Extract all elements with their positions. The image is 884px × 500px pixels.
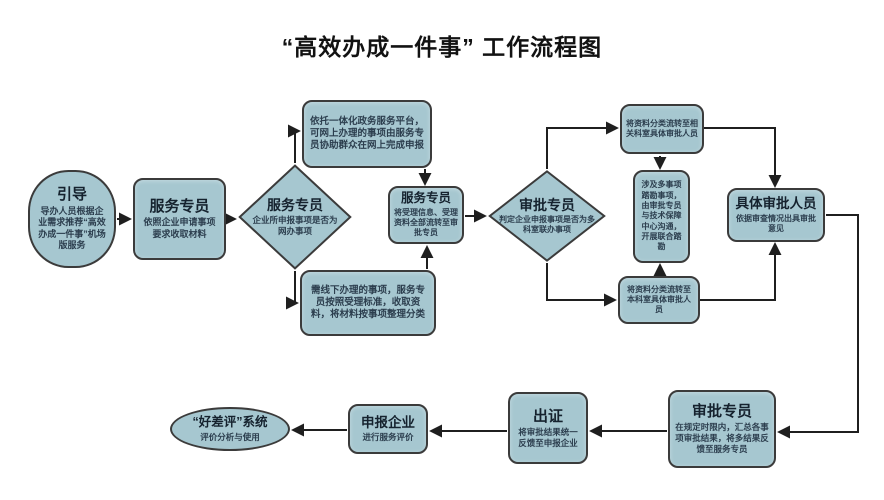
- node-service-collect: 服务专员 依照企业申请事项要求收取材料: [133, 178, 226, 260]
- node-transfer-own: 将资料分类流转至本科室具体审批人员: [618, 276, 700, 324]
- node-service-transfer: 服务专员 将受理信息、受理资料全部流转至审批专员: [388, 186, 464, 244]
- node-approver-detail-title: 具体审批人员: [735, 196, 817, 211]
- node-decision-multi-title: 审批专员: [519, 196, 575, 213]
- node-approver-summary-body: 在规定时限内，汇总各事项审批结果，将多结果反馈至服务专员: [675, 422, 769, 455]
- diamond-shape: [238, 164, 352, 270]
- page-title: “高效办成一件事” 工作流程图: [281, 34, 603, 60]
- node-certificate: 出证 将审批结果统一反馈至申报企业: [508, 392, 588, 464]
- diamond-shape: [488, 170, 606, 262]
- node-decision-multi: 审批专员 判定企业申报事项是否为多科室联办事项: [488, 170, 606, 262]
- node-offline-path-body: 需线下办理的事项，服务专员按照受理标准，收取资料，将材料按事项整理分类: [310, 284, 425, 321]
- arrow-decision2-to-related: [546, 121, 619, 169]
- node-service-transfer-body: 将受理信息、受理资料全部流转至审批专员: [394, 207, 458, 238]
- node-decision-online: 服务专员 企业所申报事项是否为网办事项: [238, 164, 352, 270]
- arrow-decision1-to-online: [287, 124, 301, 163]
- node-evaluation-system-body: 评价分析与使用: [200, 431, 260, 442]
- node-guide-title: 引导: [56, 186, 87, 204]
- node-service-collect-title: 服务专员: [149, 197, 210, 215]
- node-approver-detail-body: 依据审查情况出具审批意见: [736, 213, 816, 233]
- node-service-collect-body: 依照企业申请事项要求收取材料: [143, 217, 216, 239]
- arrow-related-to-detail: [704, 127, 782, 188]
- node-online-path: 依托一体化政务服务平台，可网上办理的事项由服务专员协助群众在网上完成申报: [302, 100, 432, 168]
- node-decision-online-body: 企业所申报事项是否为网办事项: [252, 215, 338, 237]
- node-approver-detail: 具体审批人员 依据审查情况出具审批意见: [727, 188, 825, 242]
- node-certificate-body: 将审批结果统一反馈至申报企业: [518, 426, 578, 448]
- node-evaluation-system: “好差评”系统 评价分析与使用: [170, 407, 290, 451]
- node-applicant-body: 进行服务评价: [362, 432, 414, 443]
- node-transfer-related-body: 将资料分类流转至相关科室具体审批人员: [626, 118, 698, 138]
- node-applicant-title: 申报企业: [361, 414, 415, 430]
- node-joint-survey-body: 涉及多事项踏勘事项，由审批专员与技术保障中心沟通，开展联合踏勘: [641, 180, 682, 252]
- node-joint-survey: 涉及多事项踏勘事项，由审批专员与技术保障中心沟通，开展联合踏勘: [633, 170, 690, 263]
- node-decision-multi-body: 判定企业申报事项是否为多科室联办事项: [499, 214, 595, 235]
- node-online-path-body: 依托一体化政务服务平台，可网上办理的事项由服务专员协助群众在网上完成申报: [309, 115, 424, 152]
- node-guide: 引导 导办人员根据企业需求推荐“高效办成一件事”机场版服务: [28, 170, 116, 268]
- arrow-own-to-detail: [700, 242, 782, 301]
- node-guide-body: 导办人员根据企业需求推荐“高效办成一件事”机场版服务: [38, 205, 106, 251]
- arrow-decision1-to-offline: [285, 271, 299, 310]
- node-approver-summary-title: 审批专员: [691, 403, 752, 421]
- arrow-detail-to-summary: [777, 214, 859, 439]
- node-decision-online-title: 服务专员: [267, 197, 323, 214]
- node-offline-path: 需线下办理的事项，服务专员按照受理标准，收取资料，将材料按事项整理分类: [300, 270, 436, 336]
- node-certificate-title: 出证: [532, 407, 563, 425]
- arrow-decision2-to-own: [546, 263, 617, 307]
- node-transfer-related: 将资料分类流转至相关科室具体审批人员: [620, 104, 704, 154]
- node-evaluation-system-title: “好差评”系统: [192, 415, 268, 430]
- node-applicant: 申报企业 进行服务评价: [348, 404, 428, 454]
- node-transfer-own-body: 将资料分类流转至本科室具体审批人员: [627, 284, 691, 315]
- node-service-transfer-title: 服务专员: [400, 191, 451, 206]
- node-approver-summary: 审批专员 在规定时限内，汇总各事项审批结果，将多结果反馈至服务专员: [668, 390, 776, 468]
